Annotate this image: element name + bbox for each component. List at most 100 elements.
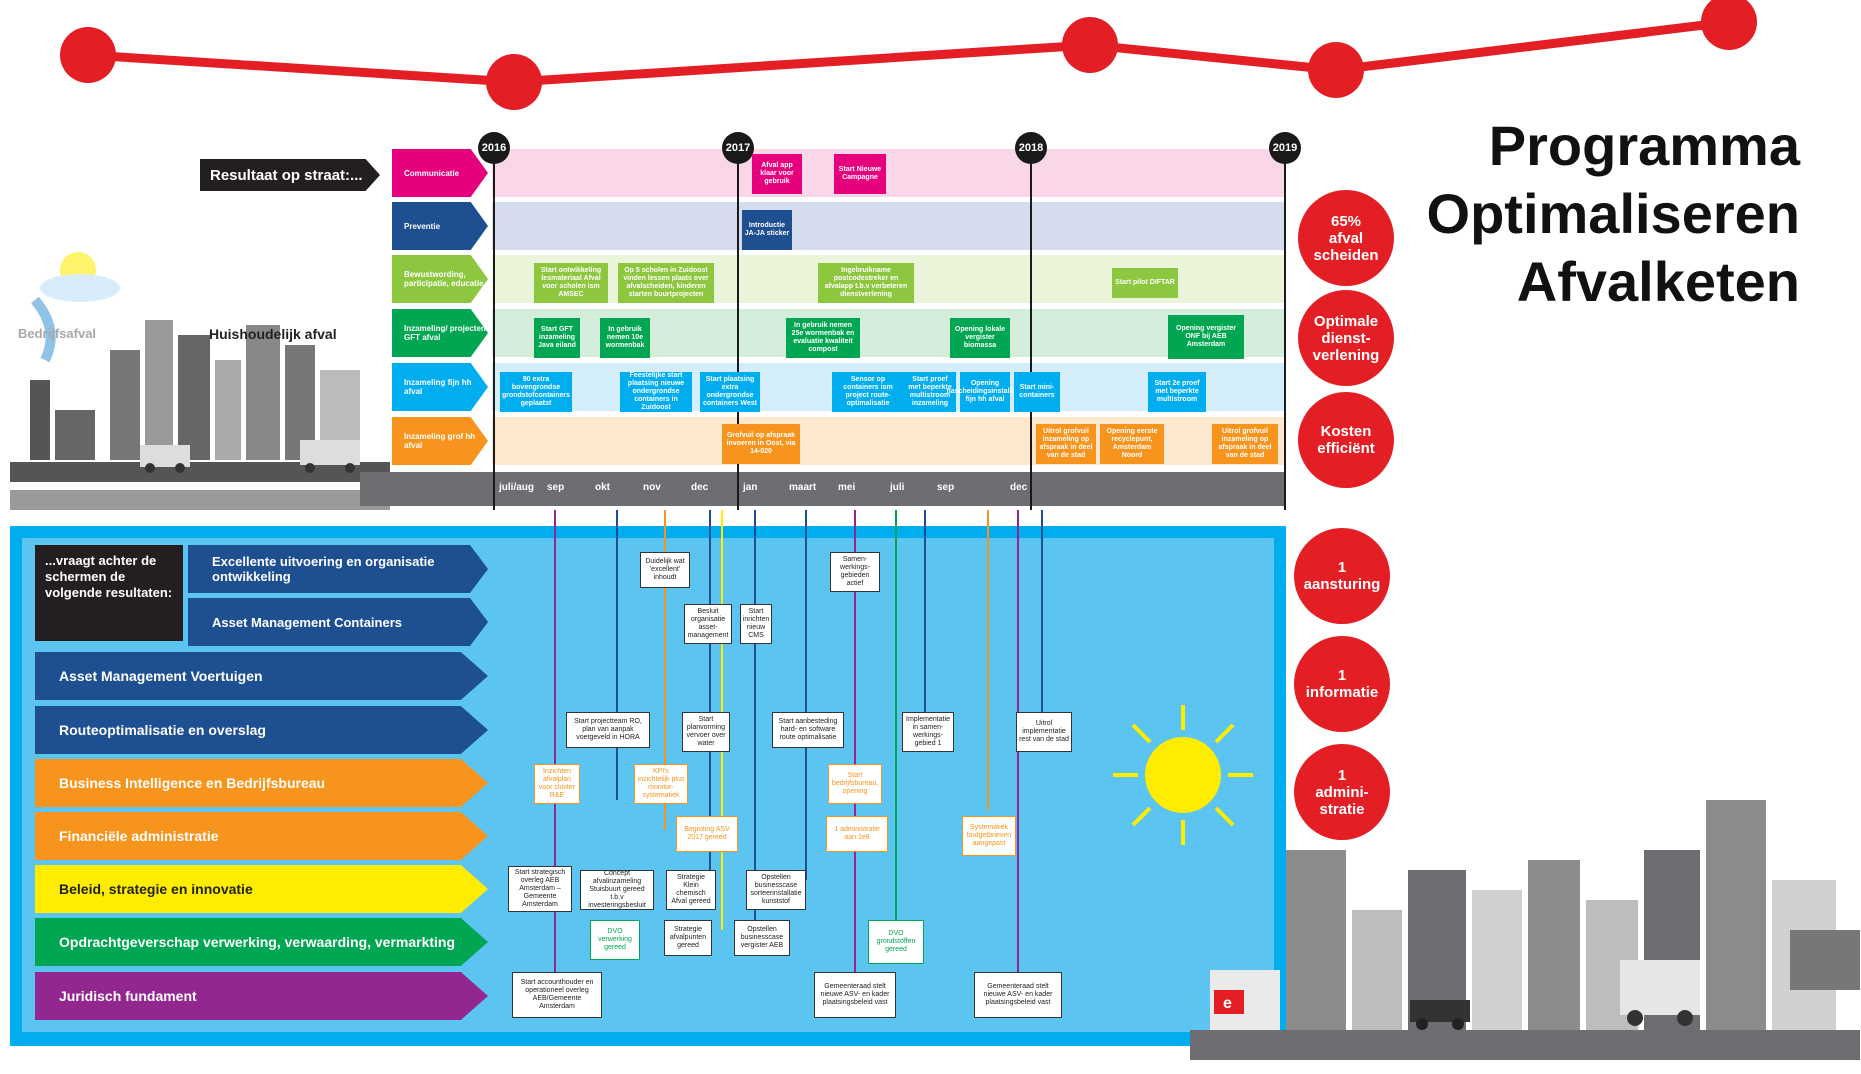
trend-point — [486, 54, 542, 110]
trend-point — [1701, 0, 1757, 50]
year-line — [1030, 150, 1032, 510]
result-box: Start bedrijfsbureau, opening — [828, 764, 882, 804]
band — [492, 149, 1286, 197]
month-label: nov — [643, 482, 661, 493]
result-box: Opstellen businesscase sorteerinstallati… — [746, 870, 806, 910]
result-box: Start aanbesteding hard- en software rou… — [772, 712, 844, 748]
year-marker: 2016 — [478, 132, 510, 164]
sun-icon — [1113, 705, 1253, 845]
workstream-row: Business Intelligence en Bedrijfsbureau — [35, 759, 488, 807]
month-label: dec — [1010, 482, 1028, 493]
milestone-box: Uitrol grofvuil inzameling op afspraak i… — [1036, 424, 1096, 464]
trend-point — [1308, 42, 1364, 98]
result-box: Begroting ASV 2017 gereed — [676, 816, 738, 852]
month-label: sep — [547, 482, 565, 493]
category-label: Preventie — [392, 202, 488, 250]
band — [492, 417, 1286, 465]
milestone-box: Feestelijke start plaatsing nieuwe onder… — [620, 372, 692, 412]
workstream-row: Juridisch fundament — [35, 972, 488, 1020]
milestone-box: Start proef met beperkte multistroom inz… — [904, 372, 956, 412]
ev-charger-icon — [1214, 990, 1244, 1014]
milestone-box: Ingebruikname postcodestreker en afvalap… — [818, 263, 914, 303]
result-box: Uitrol implementatie rest van de stad — [1016, 712, 1072, 752]
category-label: Inzameling grof hh afval — [392, 417, 488, 465]
result-box: Duidelijk wat 'excellent' inhoudt — [640, 552, 690, 588]
workstream-row: Financiële administratie — [35, 812, 488, 860]
milestone-box: Uitrol grofvuil inzameling op afspraak i… — [1212, 424, 1278, 464]
trend-point — [1062, 17, 1118, 73]
bedrijfsafval-label: Bedrijfsafval — [18, 326, 97, 341]
category-label: Inzameling/ projecten GFT afval — [392, 309, 488, 357]
milestone-box: Start mini-containers — [1014, 372, 1060, 412]
workstream-row: Asset Management Voertuigen — [35, 652, 488, 700]
result-box: Systematiek budgetbrieven aangepast — [962, 816, 1016, 856]
city-illustration-left — [10, 252, 390, 510]
result-box: Inzichten afvalplan voor cluster R&E — [534, 764, 580, 804]
milestone-box: Opening eerste recyclepunt, Amsterdam No… — [1100, 424, 1164, 464]
result-box: Start planvorming vervoer over water — [682, 712, 730, 752]
month-label: sep — [937, 482, 955, 493]
month-label: okt — [595, 482, 610, 493]
milestone-box: Op 5 scholen in Zuidoost vinden lessen p… — [618, 263, 714, 303]
milestone-box: 90 extra bovengrondse grondstofcontainer… — [500, 372, 572, 412]
street-results-label: Resultaat op straat:... — [200, 159, 380, 191]
band — [492, 202, 1286, 250]
milestone-box: Start GFT inzameling Java eiland — [534, 318, 580, 358]
result-box: Gemeenteraad stelt nieuwe ASV- en kader … — [974, 972, 1062, 1018]
month-label: dec — [691, 482, 709, 493]
category-label: Bewustwording, participatie, educatie — [392, 255, 488, 303]
result-box: Besluit organisatie asset-management — [684, 604, 732, 644]
timeline-bar — [360, 472, 1286, 506]
milestone-box: Opening nascheidingsinstallatie fijn hh … — [947, 372, 1024, 412]
month-label: juli — [890, 482, 905, 493]
milestone-box: Introductie JA-JA sticker — [742, 210, 792, 250]
milestone-box: Start plaatsing extra ondergrondse conta… — [700, 372, 760, 412]
city-illustration-right: e — [1190, 800, 1860, 1060]
result-box: 1 administratie aan 1e8 — [826, 816, 888, 852]
milestone-box: Grofvuil op afspraak invoeren in Oost, v… — [722, 424, 800, 464]
result-box: Start strategisch overleg AEB Amsterdam … — [508, 866, 572, 912]
result-box: Strategie afvalpunten gereed — [664, 920, 712, 956]
milestone-box: Opening lokale vergister biomassa — [950, 318, 1010, 358]
result-box: DVO verwerking gereed — [590, 920, 640, 960]
milestone-box: In gebruik nemen 10e wormenbak — [600, 318, 650, 358]
result-box: Implementatie in samen-werkings-gebied 1 — [902, 712, 954, 752]
result-box: Opstellen businesscase vergister AEB — [734, 920, 790, 956]
milestone-box: Opening vergister ONF bij AEB Amsterdam — [1168, 315, 1244, 359]
category-label: Inzameling fijn hh afval — [392, 363, 488, 411]
milestone-box: Start Nieuwe Campagne — [834, 154, 886, 194]
result-box: DVO grondstoffen gereed — [868, 920, 924, 964]
huishoudelijk-label: Huishoudelijk afval — [209, 326, 337, 342]
year-line — [1284, 150, 1286, 510]
result-box: Concept afvalinzameling Stuisbuurt geree… — [580, 870, 654, 910]
category-label: Communicatie — [392, 149, 488, 197]
workstream-row: Beleid, strategie en innovatie — [35, 865, 488, 913]
result-box: Start projectteam RO, plan van aanpak vo… — [566, 712, 650, 748]
result-box: Start accounthouder en operationeel over… — [512, 972, 602, 1018]
backoffice-intro: ...vraagt achter de schermen de volgende… — [35, 545, 183, 641]
year-line — [737, 150, 739, 510]
milestone-box: Afval app klaar voor gebruik — [752, 154, 802, 194]
trend-point — [60, 27, 116, 83]
milestone-box: Sensor op containers ism project route-o… — [832, 372, 904, 412]
workstream-row: Asset Management Containers — [188, 598, 488, 646]
year-line — [493, 150, 495, 510]
result-box: Samen-werkings-gebieden actief — [830, 552, 880, 592]
milestone-box: In gebruik nemen 25e wormenbak en evalua… — [786, 318, 860, 358]
month-label: jan — [743, 482, 758, 493]
milestone-box: Start pilot DIFTAR — [1112, 268, 1178, 298]
workstream-row: Routeoptimalisatie en overslag — [35, 706, 488, 754]
result-box: Start inrichten nieuw CMS — [740, 604, 772, 644]
result-box: Strategie Klein chemisch Afval gereed — [666, 870, 716, 910]
year-marker: 2019 — [1269, 132, 1301, 164]
result-box: KPI's inzichtelijk plus monitor-systemat… — [634, 764, 688, 804]
workstream-row: Excellente uitvoering en organisatie ont… — [188, 545, 488, 593]
page-title: Programma Optimaliseren Afvalketen — [1426, 114, 1800, 313]
trend-line — [60, 0, 1757, 110]
